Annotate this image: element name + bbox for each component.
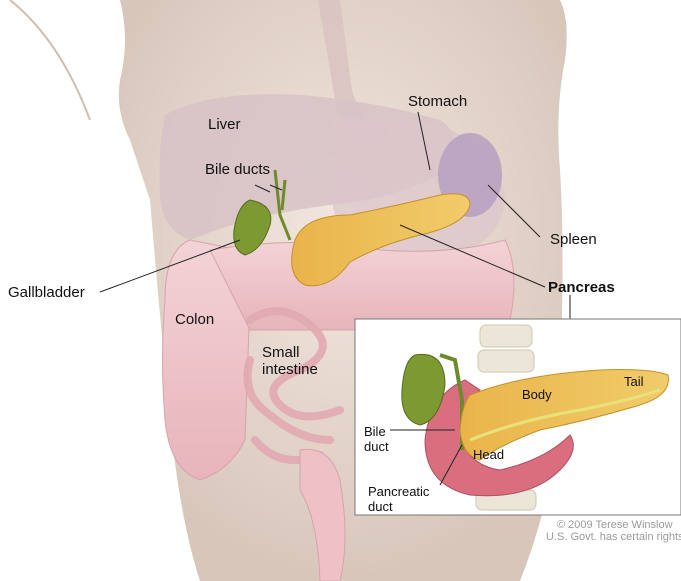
- copyright-line-1: © 2009 Terese Winslow: [557, 520, 673, 531]
- label-stomach: Stomach: [408, 94, 467, 110]
- label-small-intestine-1: Small: [262, 345, 300, 361]
- inset-label-pancreatic-duct-2: duct: [368, 500, 393, 514]
- inset-label-body: Body: [522, 388, 552, 402]
- inset-label-head: Head: [473, 448, 504, 462]
- label-small-intestine-2: intestine: [262, 362, 318, 378]
- label-pancreas: Pancreas: [548, 280, 615, 296]
- label-bile-ducts: Bile ducts: [205, 162, 270, 178]
- label-liver: Liver: [208, 117, 241, 133]
- inset-label-pancreatic-duct-1: Pancreatic: [368, 485, 429, 499]
- label-spleen: Spleen: [550, 232, 597, 248]
- label-gallbladder: Gallbladder: [8, 285, 85, 301]
- label-colon: Colon: [175, 312, 214, 328]
- inset-label-bile-duct-2: duct: [364, 440, 389, 454]
- inset-label-tail: Tail: [624, 375, 644, 389]
- copyright-line-2: U.S. Govt. has certain rights: [546, 532, 681, 543]
- inset-label-bile-duct-1: Bile: [364, 425, 386, 439]
